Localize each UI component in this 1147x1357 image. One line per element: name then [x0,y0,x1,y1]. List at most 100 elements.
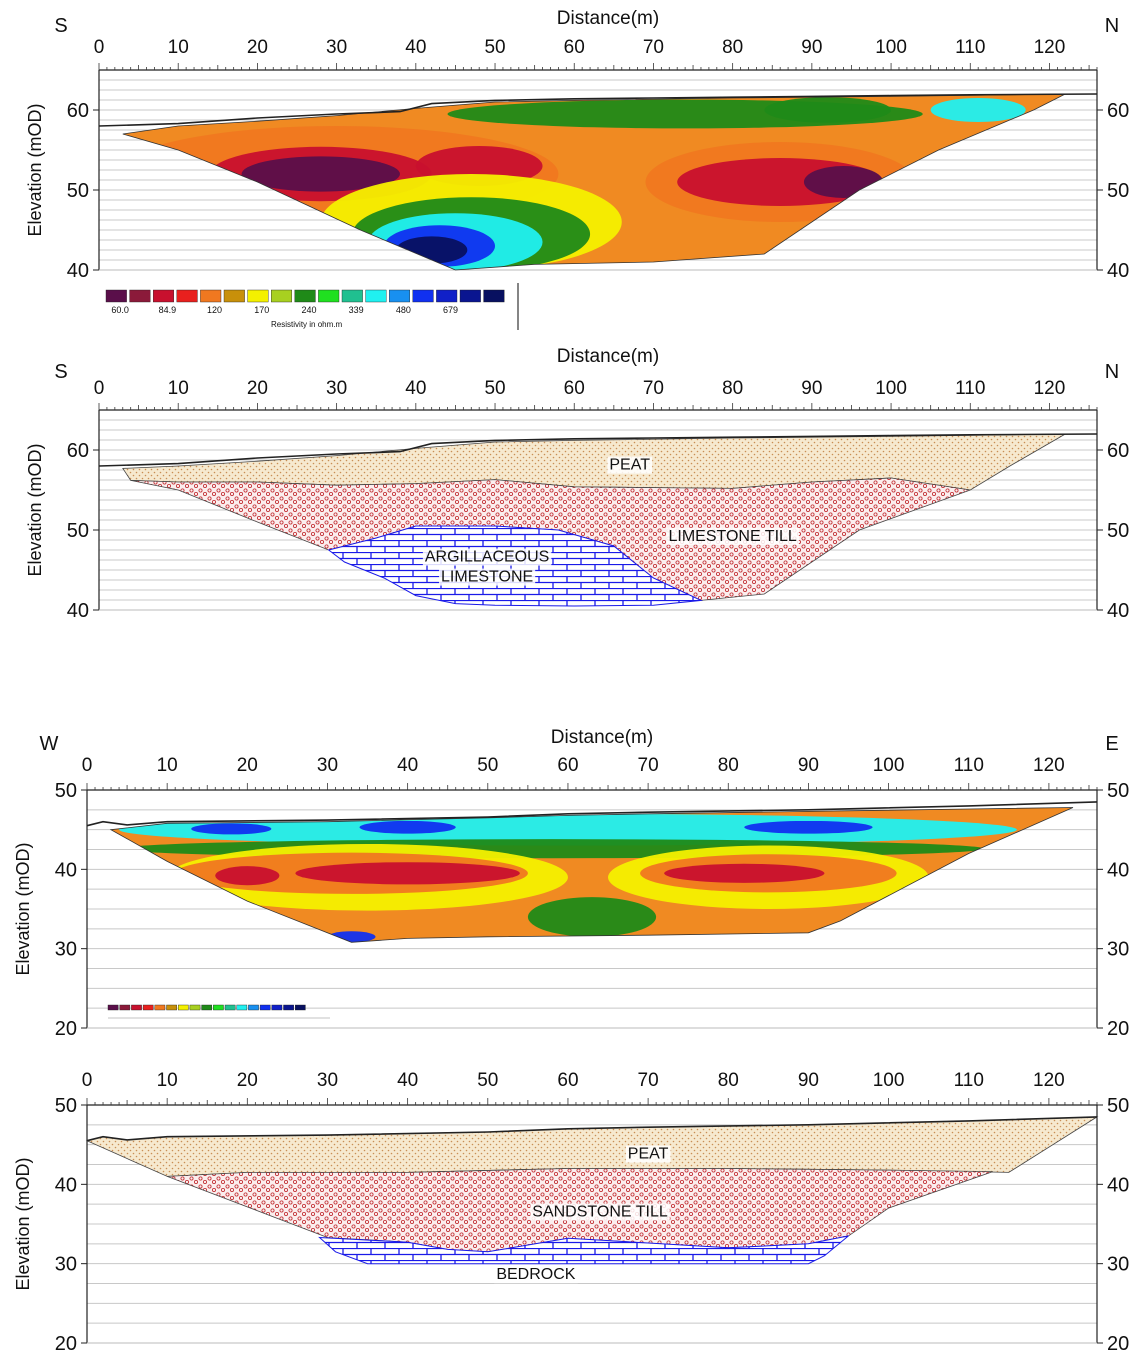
layer-label-backdrop [530,1203,670,1221]
x-tick-label: 0 [82,755,93,776]
x-axis-label: Distance(m) [557,8,659,29]
legend-swatch [154,1004,166,1011]
ground-surface-line [86,801,1098,827]
ground-surface-line [98,93,1098,127]
y-tick-label-left: 20 [55,1333,77,1355]
x-tick-label: 80 [718,1070,739,1091]
x-tick-label: 50 [484,378,505,399]
y-tick-label-left: 40 [67,600,89,622]
y-tick-label-right: 60 [1107,440,1129,462]
resistivity-zone [930,98,1026,122]
x-tick-label: 70 [643,37,664,58]
y-tick-label-left: 30 [55,939,77,961]
layer-peat [85,1116,1099,1177]
x-tick-label: 120 [1034,37,1066,58]
legend-swatch [176,289,198,303]
resistivity-zone [327,931,376,943]
layer-label-backdrop [625,1145,671,1163]
x-tick-label: 80 [718,755,739,776]
legend-swatch [236,1004,248,1011]
x-tick-label: 0 [82,1070,93,1091]
y-tick-label-right: 50 [1107,1095,1129,1117]
legend-title: Resistivity in ohm.m [271,320,342,329]
resistivity-zone [764,97,892,123]
x-tick-label: 60 [564,378,585,399]
y-tick-label-left: 60 [67,440,89,462]
direction-right-label: N [1105,15,1119,37]
legend-swatch [259,1004,271,1011]
x-tick-label: 20 [247,37,268,58]
legend-swatch [459,289,481,303]
y-tick-label-left: 50 [55,780,77,802]
legend-swatch [129,289,151,303]
y-tick-label-right: 60 [1107,100,1129,122]
layer-label: BEDROCK [496,1266,575,1283]
y-tick-label-right: 40 [1107,859,1129,881]
y-tick-label-right: 50 [1107,520,1129,542]
x-tick-label: 40 [405,378,426,399]
ground-surface-line [86,1116,1098,1142]
x-tick-label: 120 [1033,1070,1065,1091]
layer-label: LIMESTONE [441,569,533,586]
x-tick-label: 20 [237,1070,258,1091]
legend-swatch [224,1004,236,1011]
resistivity-zone [527,897,657,937]
legend-label: 120 [207,305,222,315]
legend-swatch [142,1004,154,1011]
legend-swatch [389,289,411,303]
legend-swatch [201,1004,213,1011]
x-tick-label: 70 [643,378,664,399]
legend-swatch [152,289,174,303]
x-tick-label: 30 [326,37,347,58]
x-tick-label: 30 [317,755,338,776]
x-tick-label: 110 [955,378,985,399]
legend-label: 84.9 [159,305,177,315]
x-tick-label: 20 [237,755,258,776]
y-tick-label-left: 50 [55,1095,77,1117]
legend-swatch [294,289,316,303]
x-tick-label: 10 [157,1070,178,1091]
layer-argillaceous-limestone [327,525,703,607]
legend-swatch [223,289,245,303]
y-tick-label-left: 40 [55,859,77,881]
x-axis-label: Distance(m) [551,727,653,748]
y-tick-label-left: 40 [55,1174,77,1196]
x-tick-label: 110 [954,755,984,776]
x-tick-label: 70 [638,1070,659,1091]
layer-label: SANDSTONE TILL [532,1204,668,1221]
legend-swatch [131,1004,142,1011]
x-tick-label: 30 [326,378,347,399]
x-tick-label: 80 [722,37,743,58]
y-tick-label-right: 40 [1107,600,1129,622]
layer-label: ARGILLACEOUS [425,549,549,566]
x-tick-label: 40 [405,37,426,58]
x-tick-label: 40 [397,755,418,776]
x-tick-label: 10 [168,378,189,399]
x-tick-label: 90 [801,378,822,399]
y-axis-label: Elevation (mOD) [25,103,45,236]
resistivity-zone [744,820,873,834]
y-tick-label-right: 20 [1107,1333,1129,1355]
legend-swatch [166,1004,177,1011]
x-tick-label: 60 [557,1070,578,1091]
y-axis-label: Elevation (mOD) [13,842,33,975]
legend-swatch [436,289,458,303]
x-tick-label: 0 [94,378,105,399]
legend-swatch [248,1004,259,1011]
resistivity-zone [295,862,520,885]
layer-label: LIMESTONE TILL [668,528,796,545]
x-tick-label: 70 [638,755,659,776]
x-tick-label: 60 [564,37,585,58]
x-tick-label: 0 [94,37,105,58]
resistivity-legend [107,1004,330,1019]
y-tick-label-left: 40 [67,260,89,282]
x-tick-label: 50 [477,1070,498,1091]
resistivity-zone [803,166,884,198]
legend-swatch [318,289,340,303]
